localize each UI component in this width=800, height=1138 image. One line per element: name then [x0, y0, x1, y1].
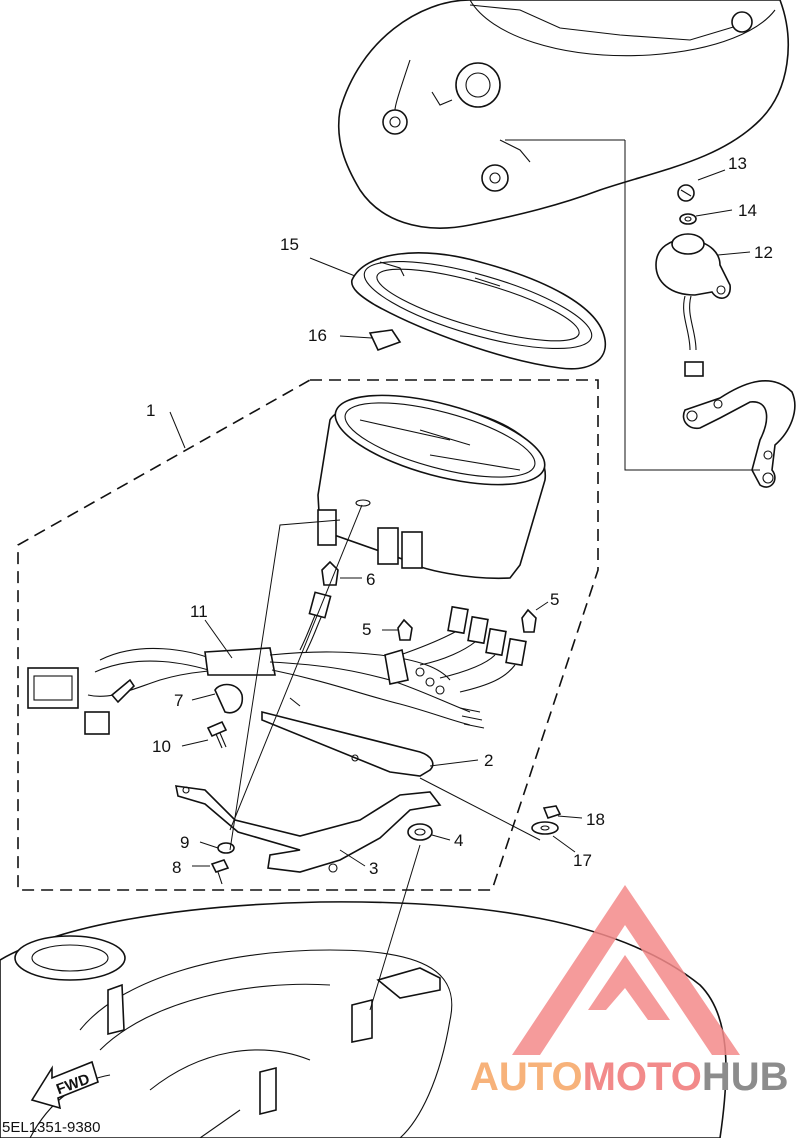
callout-numbers: 1 2 3 4 5 5 6 7 8 9 10 11 12 13 14 15 16… [146, 154, 773, 878]
washer-and-screw [210, 842, 235, 885]
wiring-harness [27, 591, 527, 735]
callout-3: 3 [369, 859, 378, 878]
callout-11: 11 [190, 602, 208, 621]
callout-1: 1 [146, 401, 155, 420]
grommet [407, 823, 433, 841]
callout-14: 14 [738, 201, 757, 220]
callout-6: 6 [366, 570, 375, 589]
bracket-plate [261, 697, 434, 777]
lower-fairing [0, 901, 727, 1138]
assembly-boundary [17, 379, 599, 891]
lower-bracket [174, 785, 442, 873]
speedometer-unit [317, 394, 546, 580]
callout-12: 12 [754, 243, 773, 262]
logo-triangle-icon [512, 885, 740, 1055]
clip-part [368, 329, 402, 352]
watermark-auto: AUTO [470, 1055, 583, 1099]
logo-inner-mark-icon [588, 955, 670, 1020]
bulbs [321, 560, 537, 641]
callout-18: 18 [586, 810, 605, 829]
side-bracket [682, 380, 796, 488]
callout-7: 7 [174, 691, 183, 710]
watermark-logo [512, 885, 740, 1055]
callout-15: 15 [280, 235, 299, 254]
callout-17: 17 [573, 851, 592, 870]
callout-2: 2 [484, 751, 493, 770]
nut-and-washer [531, 805, 562, 835]
meter-cover-ring [351, 252, 607, 370]
watermark-text: AUTOMOTOHUB [470, 1055, 789, 1099]
callout-5b: 5 [362, 620, 371, 639]
upper-cover [337, 0, 789, 229]
callout-13: 13 [728, 154, 747, 173]
callout-9: 9 [180, 833, 189, 852]
callout-5a: 5 [550, 590, 559, 609]
callout-10: 10 [152, 737, 171, 756]
callout-4: 4 [454, 831, 463, 850]
leader-lines [169, 139, 760, 1011]
callout-8: 8 [172, 858, 181, 877]
diagram-code: 5EL1351-9380 [2, 1119, 100, 1136]
switch-assembly [655, 184, 731, 377]
watermark-hub: HUB [702, 1055, 789, 1099]
watermark-moto: MOTO [583, 1055, 702, 1099]
clamp-and-bolt [206, 683, 244, 749]
callout-16: 16 [308, 326, 327, 345]
